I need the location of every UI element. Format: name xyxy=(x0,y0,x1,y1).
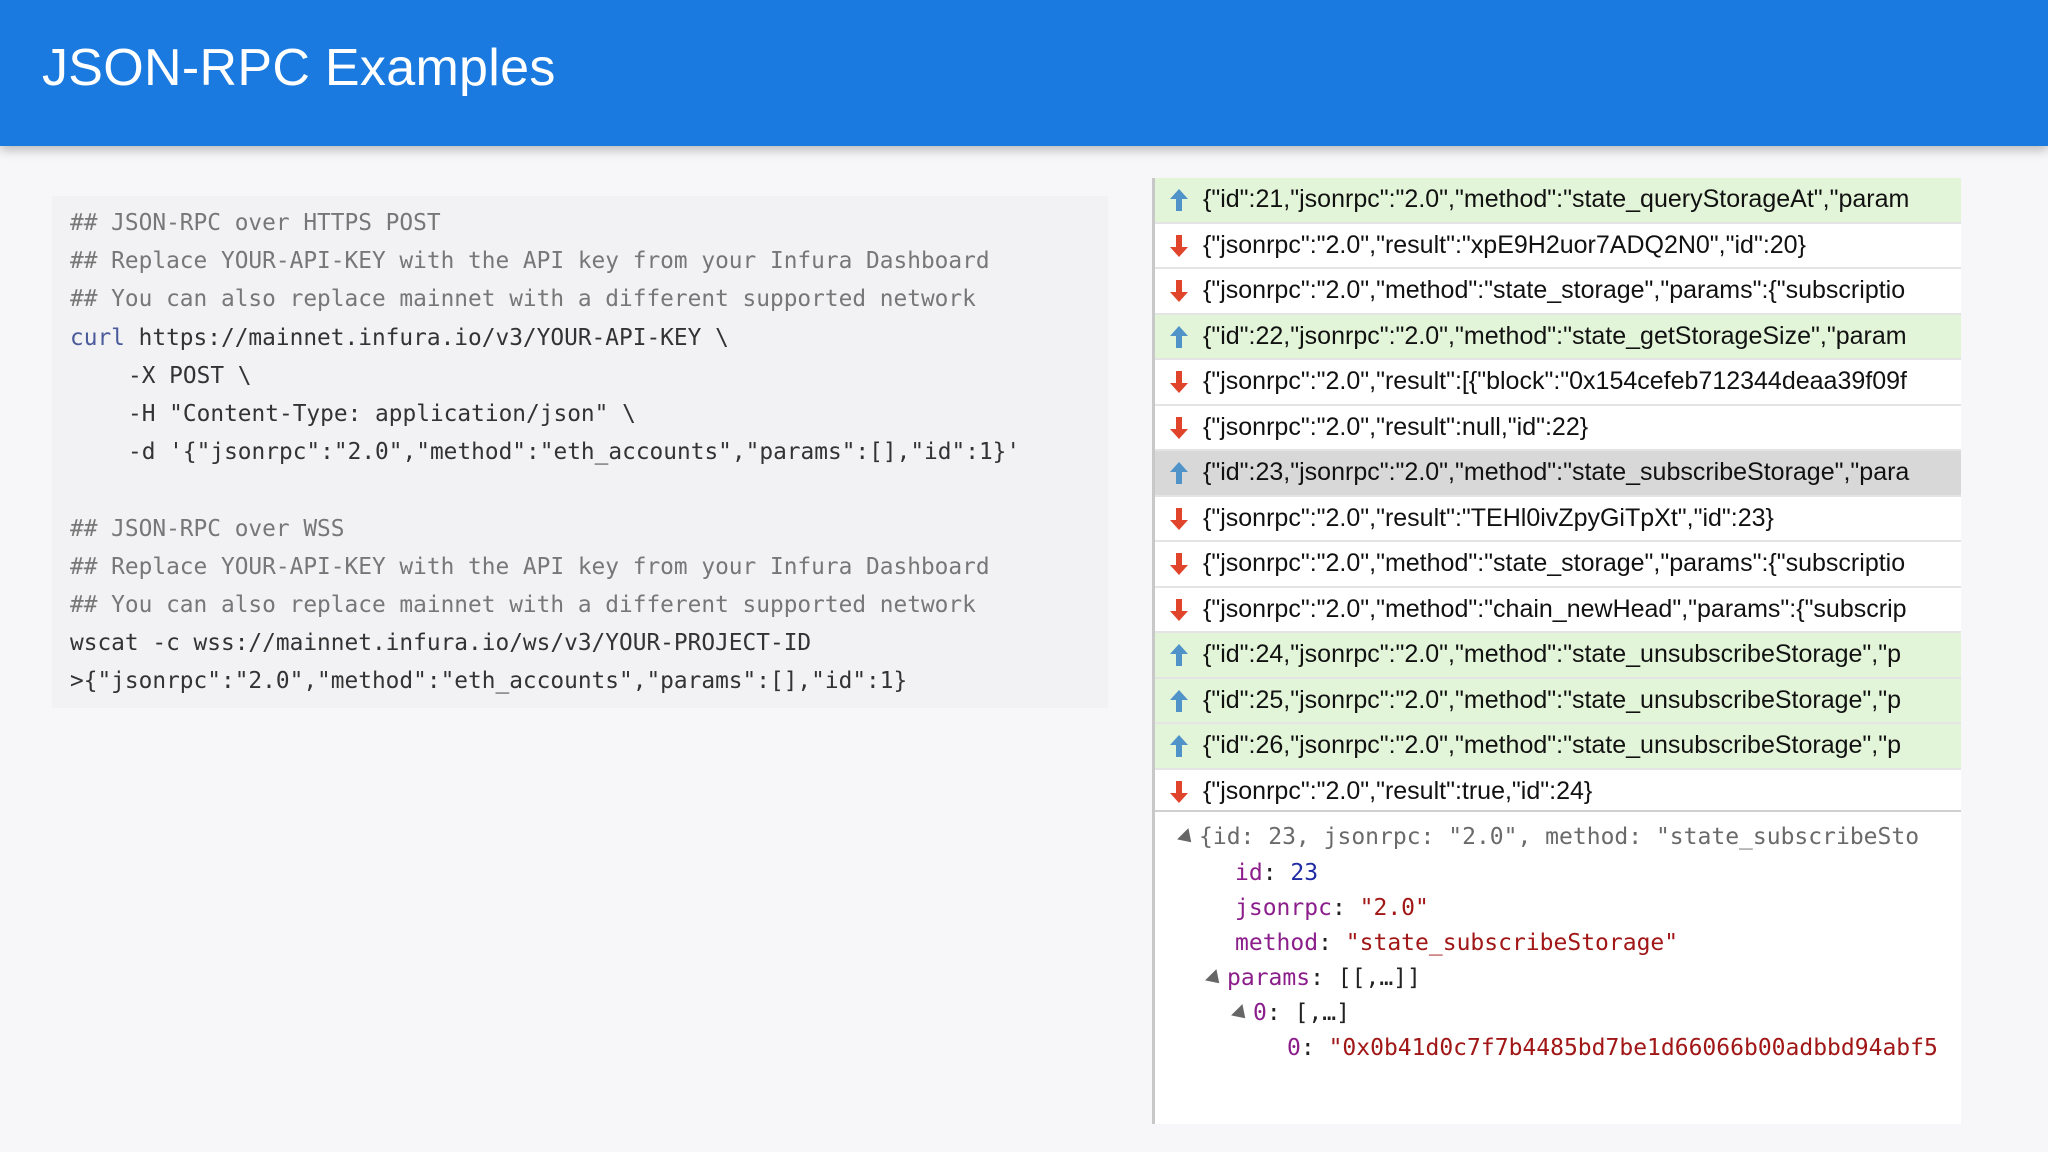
tree-key: jsonrpc xyxy=(1235,895,1332,921)
code-block: ## JSON-RPC over HTTPS POST ## Replace Y… xyxy=(52,196,1108,708)
arrow-down-icon xyxy=(1170,280,1188,302)
arrow-down-icon xyxy=(1170,553,1188,575)
code-comment: ## You can also replace mainnet with a d… xyxy=(70,591,976,618)
tree-key: method xyxy=(1235,930,1319,956)
page-title: JSON-RPC Examples xyxy=(42,39,556,97)
code-comment: ## Replace YOUR-API-KEY with the API key… xyxy=(70,248,990,275)
arrow-down-icon xyxy=(1170,234,1188,257)
tree-value: "state_subscribeStorage" xyxy=(1345,930,1679,956)
code-comment: ## You can also replace mainnet with a d… xyxy=(70,286,976,313)
tree-method-row: method: "state_subscribeStorage" xyxy=(1235,930,1679,956)
message-text: {"jsonrpc":"2.0","result":"TEHl0ivZpyGiT… xyxy=(1203,503,1774,532)
message-text: {"id":21,"jsonrpc":"2.0","method":"state… xyxy=(1203,185,1910,213)
message-text: {"id":22,"jsonrpc":"2.0","method":"state… xyxy=(1203,321,1907,350)
message-text: {"jsonrpc":"2.0","result":true,"id":24} xyxy=(1203,776,1593,805)
message-text: {"jsonrpc":"2.0","result":null,"id":22} xyxy=(1203,412,1589,441)
blank-line xyxy=(70,471,1108,509)
code-comment: ## JSON-RPC over WSS xyxy=(70,515,345,542)
expand-triangle-icon[interactable] xyxy=(1231,1003,1251,1024)
tree-key: 0 xyxy=(1253,1000,1267,1026)
message-row-selected[interactable]: {"id":23,"jsonrpc":"2.0","method":"state… xyxy=(1155,451,1961,497)
message-row-received[interactable]: {"jsonrpc":"2.0","result":"xpE9H2uor7ADQ… xyxy=(1155,223,1961,269)
message-row-sent[interactable]: {"id":26,"jsonrpc":"2.0","method":"state… xyxy=(1155,724,1961,770)
curl-url: https://mainnet.infura.io/v3/YOUR-API-KE… xyxy=(124,324,729,351)
tree-params-row[interactable]: params: [[,…]] xyxy=(1205,963,1421,993)
arrow-up-icon xyxy=(1170,325,1188,348)
message-row-received[interactable]: {"jsonrpc":"2.0","result":"TEHl0ivZpyGiT… xyxy=(1155,496,1961,542)
wscat-command-line: wscat -c wss://mainnet.infura.io/ws/v3/Y… xyxy=(70,630,812,657)
message-row-received[interactable]: {"jsonrpc":"2.0","result":[{"block":"0x1… xyxy=(1155,360,1961,406)
arrow-up-icon xyxy=(1170,689,1188,712)
message-text: {"jsonrpc":"2.0","method":"state_storage… xyxy=(1203,276,1906,304)
arrow-down-icon xyxy=(1170,371,1188,393)
curl-data-flag: -d '{"jsonrpc":"2.0","method":"eth_accou… xyxy=(128,439,1021,466)
message-text: {"id":25,"jsonrpc":"2.0","method":"state… xyxy=(1203,685,1902,714)
arrow-down-icon xyxy=(1170,780,1188,803)
message-row-sent[interactable]: {"id":21,"jsonrpc":"2.0","method":"state… xyxy=(1155,178,1961,224)
expand-triangle-icon[interactable] xyxy=(1177,827,1197,848)
tree-id-row: id: 23 xyxy=(1235,860,1319,886)
tree-params-0-row[interactable]: 0: [,…] xyxy=(1231,998,1350,1028)
message-row-sent[interactable]: {"id":24,"jsonrpc":"2.0","method":"state… xyxy=(1155,633,1961,679)
message-text: {"id":26,"jsonrpc":"2.0","method":"state… xyxy=(1203,731,1902,759)
curl-command-line: curl https://mainnet.infura.io/v3/YOUR-A… xyxy=(70,319,1108,357)
tree-key: 0 xyxy=(1287,1035,1301,1061)
tree-jsonrpc-row: jsonrpc: "2.0" xyxy=(1235,895,1429,921)
arrow-down-icon xyxy=(1170,598,1188,621)
message-text: {"jsonrpc":"2.0","result":[{"block":"0x1… xyxy=(1203,367,1907,395)
message-text: {"id":24,"jsonrpc":"2.0","method":"state… xyxy=(1203,640,1902,668)
code-comment: ## JSON-RPC over HTTPS POST xyxy=(70,210,441,236)
arrow-up-icon xyxy=(1170,189,1188,211)
message-row-sent[interactable]: {"id":22,"jsonrpc":"2.0","method":"state… xyxy=(1155,314,1961,360)
wscat-message-line: >{"jsonrpc":"2.0","method":"eth_accounts… xyxy=(70,668,908,695)
arrow-up-icon xyxy=(1170,644,1188,666)
tree-params-0-0-row: 0: "0x0b41d0c7f7b4485bd7be1d66066b00adbb… xyxy=(1287,1035,1938,1061)
tree-value: [,…] xyxy=(1294,1000,1350,1026)
tree-key: id xyxy=(1235,860,1263,886)
message-detail-tree: {id: 23, jsonrpc: "2.0", method: "state_… xyxy=(1155,810,1961,1124)
message-row-received[interactable]: {"jsonrpc":"2.0","result":null,"id":22} xyxy=(1155,405,1961,451)
message-text: {"id":23,"jsonrpc":"2.0","method":"state… xyxy=(1203,458,1910,486)
message-row-sent[interactable]: {"id":25,"jsonrpc":"2.0","method":"state… xyxy=(1155,678,1961,724)
tree-root-row[interactable]: {id: 23, jsonrpc: "2.0", method: "state_… xyxy=(1177,822,1920,852)
message-text: {"jsonrpc":"2.0","method":"chain_newHead… xyxy=(1203,594,1907,623)
message-row-received[interactable]: {"jsonrpc":"2.0","result":true,"id":24} xyxy=(1155,769,1961,806)
message-text: {"jsonrpc":"2.0","method":"state_storage… xyxy=(1203,549,1906,577)
tree-value: [[,…]] xyxy=(1337,965,1421,991)
curl-header-flag: -H "Content-Type: application/json" \ xyxy=(128,400,636,427)
tree-value: "2.0" xyxy=(1359,895,1429,921)
code-comment: ## Replace YOUR-API-KEY with the API key… xyxy=(70,553,990,580)
message-row-received[interactable]: {"jsonrpc":"2.0","method":"chain_newHead… xyxy=(1155,587,1961,633)
curl-keyword: curl xyxy=(70,324,125,351)
arrow-down-icon xyxy=(1170,507,1188,530)
tree-value: "0x0b41d0c7f7b4485bd7be1d66066b00adbbd94… xyxy=(1328,1035,1938,1061)
title-bar: JSON-RPC Examples xyxy=(0,0,2048,146)
curl-method-flag: -X POST \ xyxy=(128,362,252,389)
tree-key: params xyxy=(1227,965,1311,991)
arrow-down-icon xyxy=(1170,416,1188,439)
expand-triangle-icon[interactable] xyxy=(1205,968,1225,989)
websocket-messages-panel: {"id":21,"jsonrpc":"2.0","method":"state… xyxy=(1152,178,1961,1124)
arrow-up-icon xyxy=(1170,462,1188,484)
arrow-up-icon xyxy=(1170,735,1188,757)
tree-root-summary: {id: 23, jsonrpc: "2.0", method: "state_… xyxy=(1199,824,1920,850)
message-row-received[interactable]: {"jsonrpc":"2.0","method":"state_storage… xyxy=(1155,542,1961,588)
tree-value: 23 xyxy=(1290,860,1319,886)
message-text: {"jsonrpc":"2.0","result":"xpE9H2uor7ADQ… xyxy=(1203,230,1806,259)
message-list[interactable]: {"id":21,"jsonrpc":"2.0","method":"state… xyxy=(1155,178,1961,806)
message-row-received[interactable]: {"jsonrpc":"2.0","method":"state_storage… xyxy=(1155,269,1961,315)
